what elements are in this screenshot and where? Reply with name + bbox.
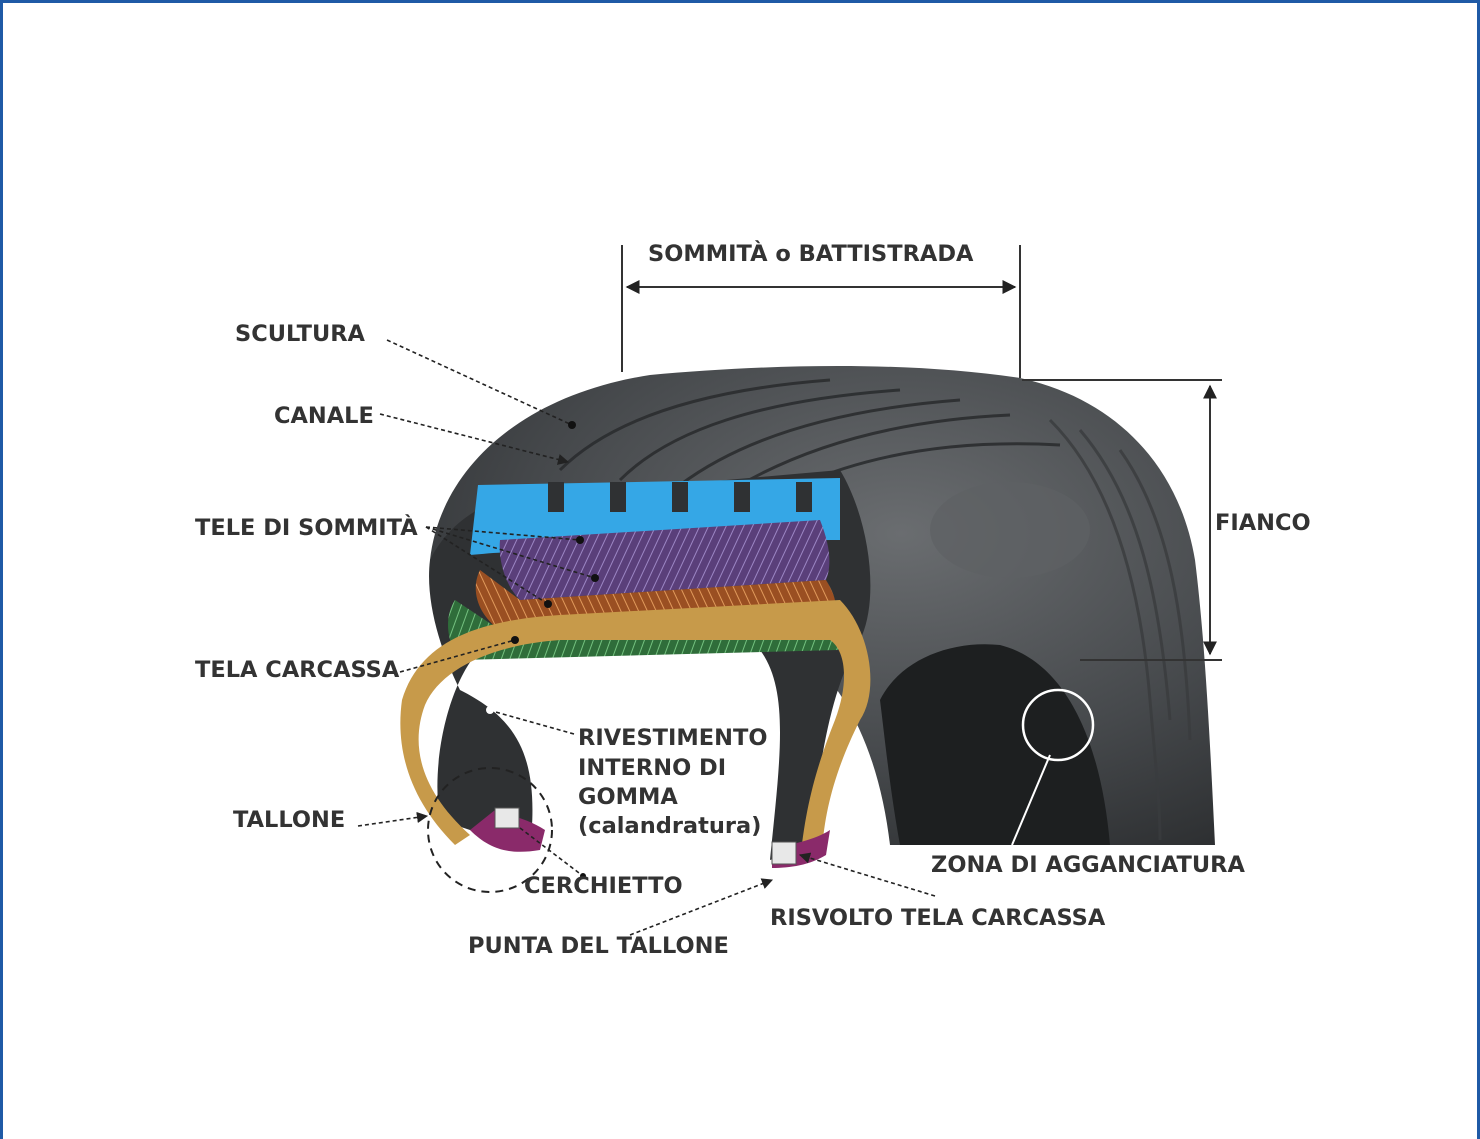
label-tela-carcassa: TELA CARCASSA (195, 657, 400, 683)
label-rivestimento-3: GOMMA (578, 784, 678, 810)
label-punta-tallone: PUNTA DEL TALLONE (468, 933, 729, 959)
label-risvolto: RISVOLTO TELA CARCASSA (770, 905, 1106, 931)
label-fianco: FIANCO (1215, 510, 1311, 536)
inner-liner-dot (486, 706, 494, 714)
label-sommita: SOMMITÀ o BATTISTRADA (648, 239, 974, 267)
label-cerchietto: CERCHIETTO (524, 873, 683, 899)
label-zona-aggancio: ZONA DI AGGANCIATURA (931, 852, 1245, 878)
label-scultura: SCULTURA (235, 321, 366, 347)
label-canale: CANALE (274, 403, 374, 429)
label-rivestimento-2: INTERNO DI (578, 755, 726, 781)
label-tele-sommita: TELE DI SOMMITÀ (195, 513, 418, 541)
label-rivestimento-4: (calandratura) (578, 813, 761, 839)
label-rivestimento-1: RIVESTIMENTO (578, 725, 767, 751)
label-tallone: TALLONE (233, 807, 345, 833)
